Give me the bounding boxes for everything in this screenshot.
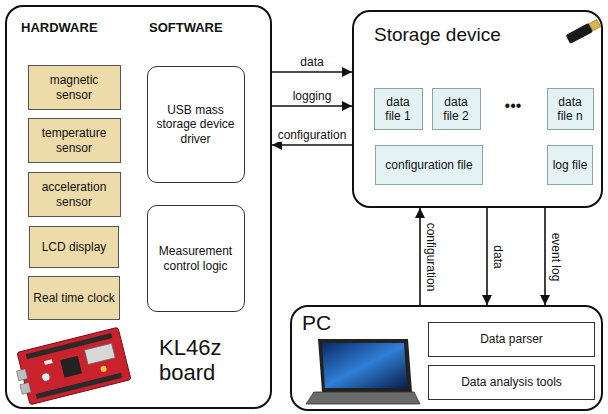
file-box: data file 2 [432,88,481,130]
data-flow-arrow [544,208,546,305]
file-box: log file [547,145,593,185]
arrow-label: configuration [276,128,349,142]
panel-title: Storage device [374,24,501,46]
box-label: LCD display [42,240,107,254]
arrow-label: data [298,55,325,69]
data-flow-arrow [272,71,352,73]
software-box: Measurement control logic [147,205,245,312]
box-label: configuration file [385,158,472,172]
pc-panel: PC Data parserData analysis tools [290,305,603,411]
column-heading: HARDWARE [21,21,98,36]
panel-title: PC [302,311,331,335]
box-label: log file [553,158,588,172]
software-box: USB mass storage device driver [147,66,245,183]
box-label: Real time clock [33,291,114,305]
board-panel: HARDWARE SOFTWARE KL46z board magnetic sens… [5,5,272,409]
tool-box: Data parser [428,322,595,357]
box-label: Data parser [480,332,543,346]
hardware-box: Real time clock [28,276,120,320]
box-label: Measurement control logic [151,244,241,273]
ellipsis-mark: ••• [505,97,522,115]
box-label: data file 2 [436,95,477,124]
arrow-label: data [491,243,505,270]
box-label: Data analysis tools [461,375,562,389]
file-box: data file n [547,88,594,130]
file-box: configuration file [375,145,483,185]
file-box: data file 1 [374,88,423,130]
data-flow-arrow [272,105,352,107]
box-label: data file 1 [378,95,419,124]
box-label: temperature sensor [32,126,117,155]
box-label: magnetic sensor [32,73,117,102]
hardware-box: magnetic sensor [28,65,121,110]
data-flow-arrow [419,208,421,305]
data-flow-arrow [272,144,352,146]
box-label: USB mass storage device driver [151,103,241,146]
box-label: data file n [551,95,590,124]
box-label: acceleration sensor [32,180,117,209]
hardware-box: acceleration sensor [28,172,121,217]
laptop-picture [306,339,420,404]
arrow-label: configuration [424,220,438,293]
usb-stick-icon [566,19,602,44]
arrow-label: logging [291,89,334,103]
column-heading: SOFTWARE [149,21,223,36]
board-name: KL46z board [159,335,239,386]
data-flow-arrow [486,208,488,305]
board-picture [12,327,131,406]
arrow-label: event log [549,230,563,283]
hardware-box: LCD display [29,226,119,268]
tool-box: Data analysis tools [428,365,595,400]
storage-panel: Storage device data file 1 data file 2 data… [352,10,603,208]
hardware-box: temperature sensor [28,118,121,163]
